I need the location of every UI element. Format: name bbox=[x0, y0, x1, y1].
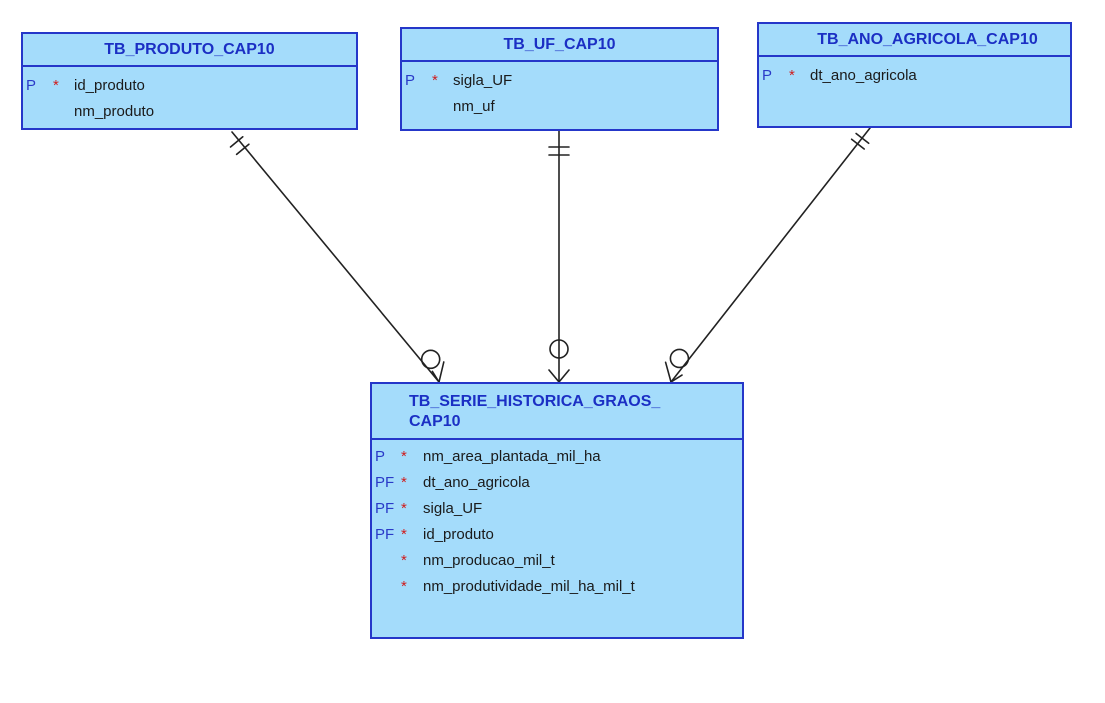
attribute-list: P * id_produto nm_produto bbox=[23, 67, 356, 125]
key-marker: P bbox=[405, 72, 416, 89]
crowfoot-prong bbox=[431, 370, 440, 383]
attribute-row: P * nm_area_plantada_mil_ha bbox=[372, 444, 742, 470]
required-marker: * bbox=[401, 448, 407, 465]
crowfoot-prong bbox=[438, 361, 445, 383]
crowfoot-prong bbox=[558, 369, 570, 383]
required-marker: * bbox=[401, 578, 407, 595]
key-marker: PF bbox=[375, 500, 395, 517]
optional-circle bbox=[669, 348, 690, 369]
attribute-list: P * dt_ano_agricola bbox=[759, 57, 1070, 89]
relationship-line bbox=[231, 131, 440, 383]
attribute-row: PF * dt_ano_agricola bbox=[372, 470, 742, 496]
attribute-name: dt_ano_agricola bbox=[810, 67, 917, 84]
relationship-produto-serie[interactable] bbox=[229, 131, 445, 383]
attribute-row: PF * id_produto bbox=[372, 522, 742, 548]
attribute-name: id_produto bbox=[74, 77, 145, 94]
key-marker: P bbox=[26, 77, 37, 94]
attribute-row: nm_produto bbox=[23, 99, 356, 125]
key-marker: P bbox=[375, 448, 386, 465]
required-marker: * bbox=[401, 552, 407, 569]
required-marker: * bbox=[432, 72, 438, 89]
attribute-row: nm_uf bbox=[402, 94, 717, 120]
entity-tb-serie-historica-graos[interactable]: TB_SERIE_HISTORICA_GRAOS_ CAP10 P * nm_a… bbox=[370, 382, 744, 639]
required-marker: * bbox=[401, 500, 407, 517]
attribute-name: sigla_UF bbox=[423, 500, 483, 517]
attribute-name: nm_producao_mil_t bbox=[423, 552, 555, 569]
attribute-row: P * id_produto bbox=[23, 73, 356, 99]
attribute-row: * nm_producao_mil_t bbox=[372, 548, 742, 574]
attribute-name: id_produto bbox=[423, 526, 494, 543]
attribute-name: dt_ano_agricola bbox=[423, 474, 530, 491]
required-marker: * bbox=[401, 526, 407, 543]
entity-title: TB_UF_CAP10 bbox=[402, 29, 717, 62]
attribute-name: sigla_UF bbox=[453, 72, 513, 89]
attribute-name: nm_uf bbox=[453, 98, 495, 115]
entity-tb-produto[interactable]: TB_PRODUTO_CAP10 P * id_produto nm_produ… bbox=[21, 32, 358, 130]
one-mandatory-tick bbox=[235, 143, 250, 156]
attribute-name: nm_produtividade_mil_ha_mil_t bbox=[423, 578, 635, 595]
entity-title-line-2: CAP10 bbox=[409, 413, 461, 430]
entity-title-line-1: TB_SERIE_HISTORICA_GRAOS_ bbox=[409, 393, 661, 410]
optional-circle bbox=[420, 349, 441, 370]
entity-title: TB_SERIE_HISTORICA_GRAOS_ CAP10 bbox=[372, 384, 742, 440]
relationship-line bbox=[670, 127, 871, 383]
entity-tb-uf[interactable]: TB_UF_CAP10 P * sigla_UF nm_uf bbox=[400, 27, 719, 131]
attribute-list: P * sigla_UF nm_uf bbox=[402, 62, 717, 120]
one-mandatory-tick bbox=[850, 138, 866, 150]
crowfoot-prong bbox=[664, 361, 672, 383]
required-marker: * bbox=[53, 77, 59, 94]
one-mandatory-tick bbox=[855, 132, 870, 145]
attribute-name: nm_area_plantada_mil_ha bbox=[423, 448, 601, 465]
entity-tb-ano-agricola[interactable]: TB_ANO_AGRICOLA_CAP10 P * dt_ano_agricol… bbox=[757, 22, 1072, 128]
attribute-row: PF * sigla_UF bbox=[372, 496, 742, 522]
entity-title: TB_ANO_AGRICOLA_CAP10 bbox=[759, 24, 1070, 57]
relationship-uf-serie[interactable] bbox=[548, 130, 570, 383]
attribute-row: P * sigla_UF bbox=[402, 68, 717, 94]
key-marker: PF bbox=[375, 526, 395, 543]
optional-circle bbox=[549, 339, 569, 359]
key-marker: PF bbox=[375, 474, 395, 491]
one-mandatory-tick bbox=[229, 136, 244, 148]
attribute-row: * nm_produtividade_mil_ha_mil_t bbox=[372, 574, 742, 600]
key-marker: P bbox=[762, 67, 773, 84]
attribute-row: P * dt_ano_agricola bbox=[759, 63, 1070, 89]
attribute-name: nm_produto bbox=[74, 103, 155, 120]
relationship-ano-agricola-serie[interactable] bbox=[664, 127, 871, 383]
crowfoot-prong bbox=[670, 374, 683, 383]
required-marker: * bbox=[401, 474, 407, 491]
crowfoot-prong bbox=[548, 369, 560, 383]
entity-title: TB_PRODUTO_CAP10 bbox=[23, 34, 356, 67]
attribute-list: P * nm_area_plantada_mil_ha PF * dt_ano_… bbox=[372, 440, 742, 600]
required-marker: * bbox=[789, 67, 795, 84]
